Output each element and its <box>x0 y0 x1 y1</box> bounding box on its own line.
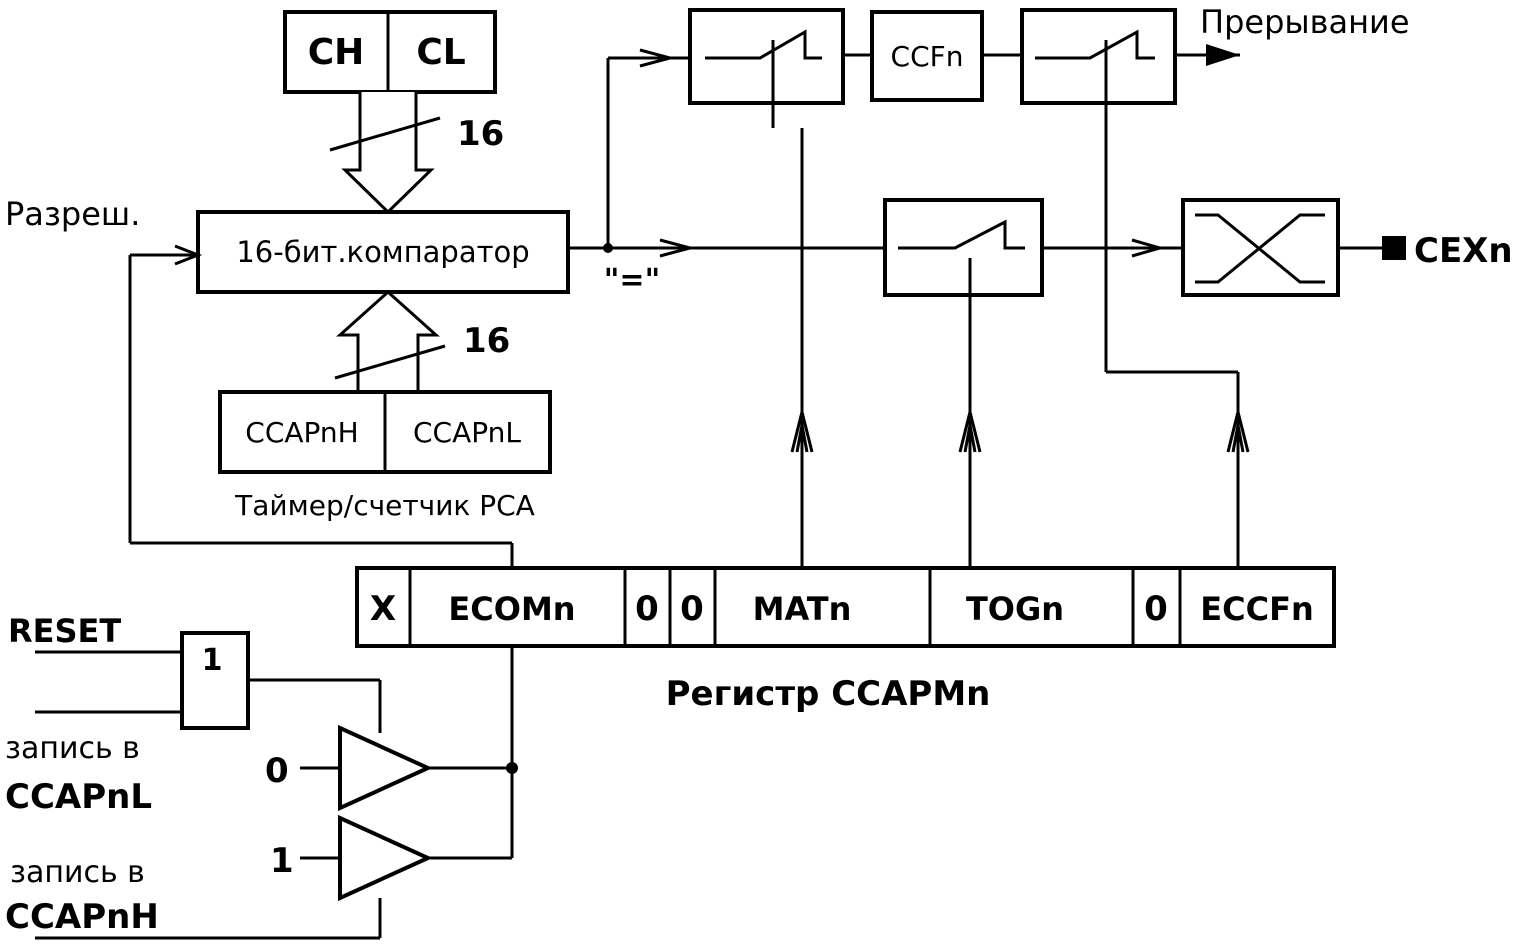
eccf-control <box>1226 372 1250 568</box>
match-latch-switch-symbol <box>705 29 822 60</box>
capture-bus-arrow-shape <box>336 289 440 392</box>
latch-input-arrowhead <box>639 48 676 68</box>
enable-input: Разреш. <box>5 195 514 568</box>
timer-cl-label: CL <box>416 32 465 73</box>
comparator-frame <box>196 210 570 294</box>
capture-register: CCAPnH CCAPnL Таймер/счетчик PCA <box>218 390 552 522</box>
timer-register-frame <box>283 10 497 94</box>
toggle-latch-switch-symbol <box>898 219 1025 250</box>
capture-low-label: CCAPnL <box>413 416 521 449</box>
write-low-line1: запись в <box>5 731 140 766</box>
ccapm-bit-mat: MATn <box>753 590 852 628</box>
or-gate-label: 1 <box>202 643 223 678</box>
ecom-junction <box>506 762 518 774</box>
match-latch <box>688 8 845 128</box>
ccapm-bit-tog: TOGn <box>966 590 1064 628</box>
write-low-line2: CCAPnL <box>5 777 152 817</box>
capture-bus-arrow: 16 <box>334 289 510 392</box>
tog-control-arrowhead <box>958 411 982 453</box>
tog-control <box>958 258 982 568</box>
comparator-label: 16-бит.компаратор <box>236 235 529 269</box>
buffer-high-triangle <box>338 814 433 902</box>
timer-bus-slash <box>329 116 441 152</box>
timer-bus-width: 16 <box>457 114 504 154</box>
enable-arrowhead <box>174 244 203 266</box>
interrupt-latch <box>1020 8 1238 374</box>
eccf-control-arrowhead <box>1226 411 1250 453</box>
comparator: 16-бит.компаратор <box>196 210 570 294</box>
mat-control <box>790 128 814 568</box>
interrupt-arrowhead <box>1206 44 1240 66</box>
toggle-block-cross-2 <box>1195 213 1325 284</box>
buffer-low-triangle <box>338 724 433 812</box>
timer-bus-arrow: 16 <box>329 92 504 215</box>
equal-label: "=" <box>604 263 660 298</box>
timer-caption: Таймер/счетчик PCA <box>234 489 535 522</box>
interrupt-label: Прерывание <box>1200 3 1410 41</box>
toggle-output-arrowhead <box>1131 238 1166 258</box>
ccf-flag: CCFn <box>870 10 984 102</box>
ccapm-bit-x: X <box>370 589 396 629</box>
buffer-high-value: 1 <box>270 841 294 881</box>
capture-high-label: CCAPnH <box>245 416 358 449</box>
timer-ch-label: CH <box>308 32 365 73</box>
toggle-block <box>1181 198 1340 297</box>
capture-bus-width: 16 <box>463 321 510 361</box>
capture-bus-slash <box>334 344 446 380</box>
ccapm-register: X ECOMn 0 0 MATn TOGn 0 ECCFn Регистр CC… <box>355 566 1336 714</box>
timer-register: CH CL <box>283 10 497 94</box>
reset-label: RESET <box>8 612 121 650</box>
ccf-flag-label: CCFn <box>891 40 964 73</box>
toggle-latch <box>883 198 1044 297</box>
write-high-line2: CCAPnH <box>5 897 159 937</box>
timer-bus-arrow-shape <box>341 92 435 215</box>
interrupt-output: Прерывание <box>1175 3 1410 66</box>
output-pin: CEXn <box>1338 231 1513 271</box>
compare-arrowhead <box>659 238 696 258</box>
ccapm-bit-eccf: ECCFn <box>1200 590 1313 628</box>
ccapm-bit-reserved-1: 0 <box>635 589 659 629</box>
buffer-low-value: 0 <box>265 751 289 791</box>
write-high-line1: запись в <box>10 855 145 890</box>
enable-label: Разреш. <box>5 195 140 233</box>
ccapm-bit-reserved-2: 0 <box>680 589 704 629</box>
ccapm-bit-reserved-3: 0 <box>1144 589 1168 629</box>
output-pin-square <box>1382 236 1406 260</box>
ccapm-register-title: Регистр CCAPMn <box>666 674 991 714</box>
ccapm-register-frame <box>355 566 1336 648</box>
ccapm-bit-ecom: ECOMn <box>448 590 575 628</box>
mat-control-arrowhead <box>790 411 814 453</box>
control-logic: RESET 1 запись в CCAPnL запись в CCAPnH … <box>5 612 518 940</box>
or-gate <box>180 631 250 730</box>
interrupt-latch-switch-symbol <box>1035 29 1155 60</box>
output-pin-label: CEXn <box>1414 231 1513 271</box>
comparator-output: "=" <box>568 48 1183 298</box>
ccf-flag-frame <box>870 10 984 102</box>
